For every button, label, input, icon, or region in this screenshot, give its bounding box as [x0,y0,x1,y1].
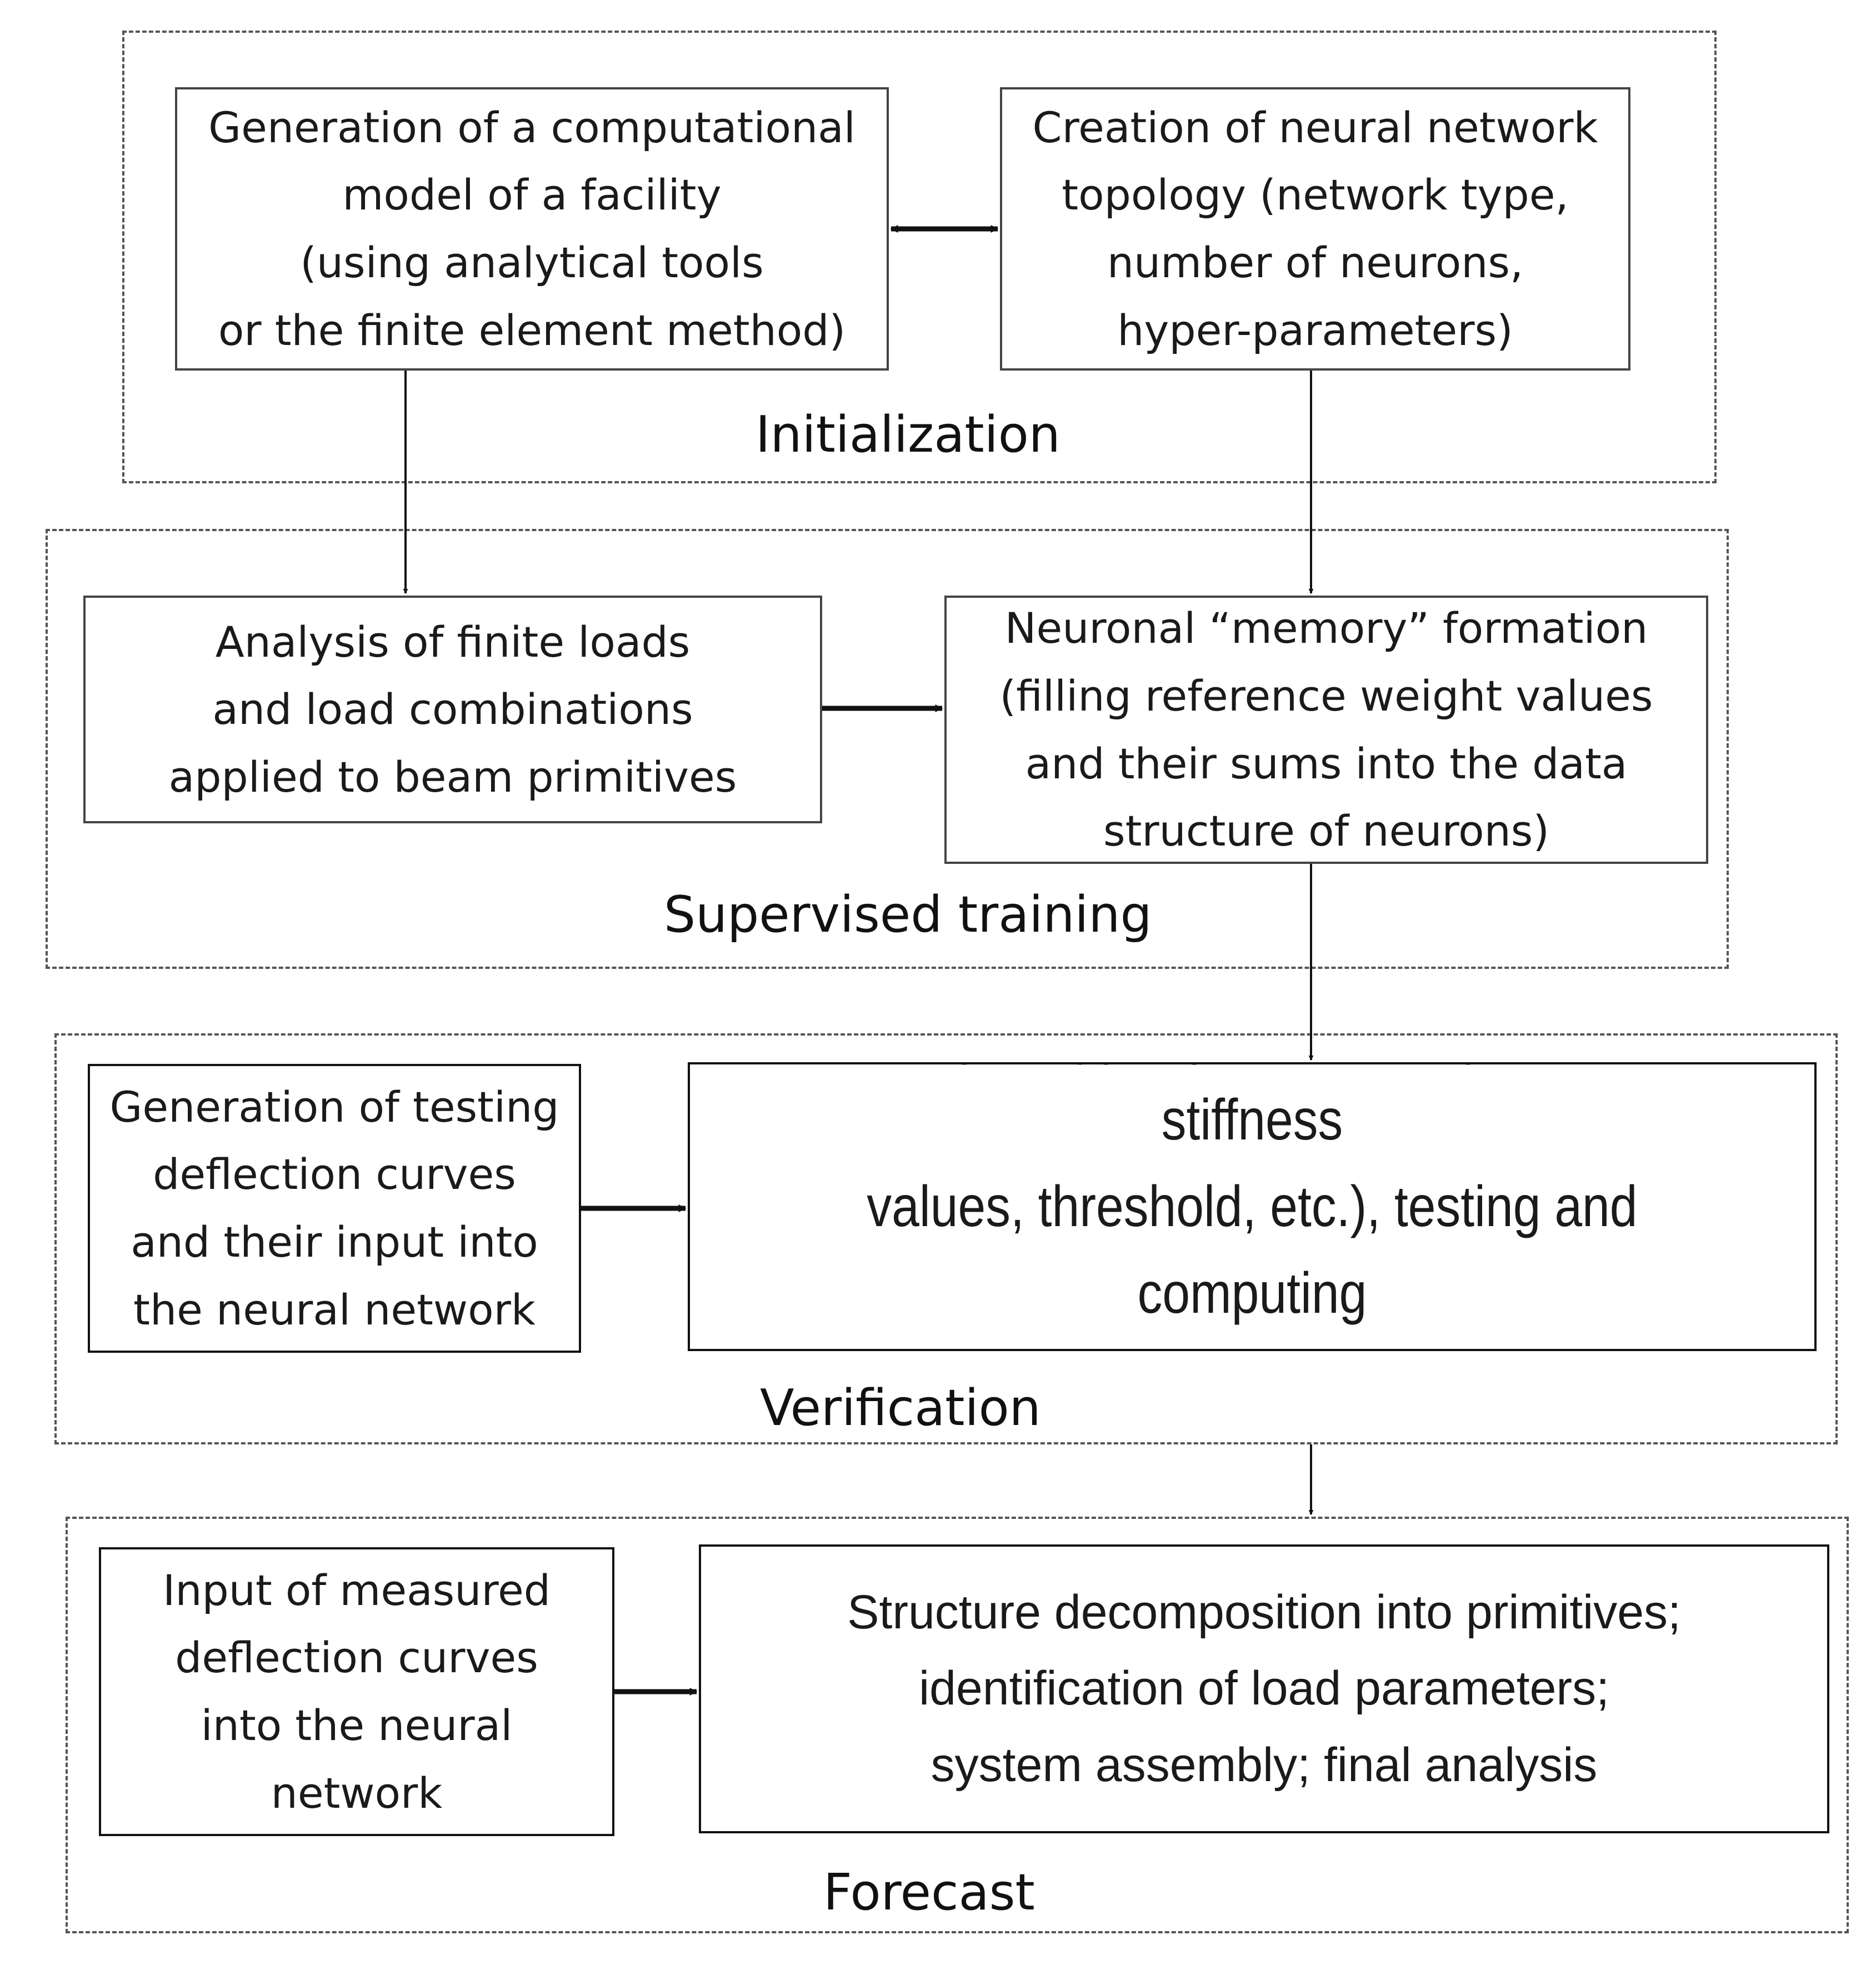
decomposition-box: Structure decomposition into primitives;… [699,1544,1829,1833]
phase-label-verification: Verification [760,1379,1041,1437]
hyperparameter-setting-text: Setting of hyper-parameters (reference s… [824,1064,1680,1349]
phase-supervised-training [46,529,1729,969]
load-analysis-text: Analysis of finite loads and load combin… [168,617,737,802]
memory-formation-box: Neuronal “memory” formation (filling ref… [944,596,1708,864]
measured-curves-box: Input of measured deflection curves into… [99,1547,614,1836]
phase-verification [54,1033,1838,1444]
phase-label-forecast: Forecast [823,1863,1035,1922]
network-topology-box: Creation of neural network topology (net… [1000,87,1630,371]
hyperparameter-setting-box: Setting of hyper-parameters (reference s… [688,1062,1817,1351]
phase-label-supervised-training: Supervised training [664,886,1152,944]
network-topology-text: Creation of neural network topology (net… [1032,102,1598,355]
testing-curves-text: Generation of testing deflection curves … [109,1082,559,1334]
decomposition-text: Structure decomposition into primitives;… [847,1585,1681,1792]
measured-curves-text: Input of measured deflection curves into… [162,1565,551,1818]
phase-forecast [66,1517,1849,1933]
memory-formation-text: Neuronal “memory” formation (filling ref… [999,603,1653,856]
testing-curves-box: Generation of testing deflection curves … [88,1064,581,1353]
computational-model-box: Generation of a computational model of a… [175,87,889,371]
load-analysis-box: Analysis of finite loads and load combin… [83,596,822,823]
phase-label-initialization: Initialization [756,406,1060,464]
computational-model-text: Generation of a computational model of a… [208,102,856,355]
phase-initialization [122,31,1717,483]
